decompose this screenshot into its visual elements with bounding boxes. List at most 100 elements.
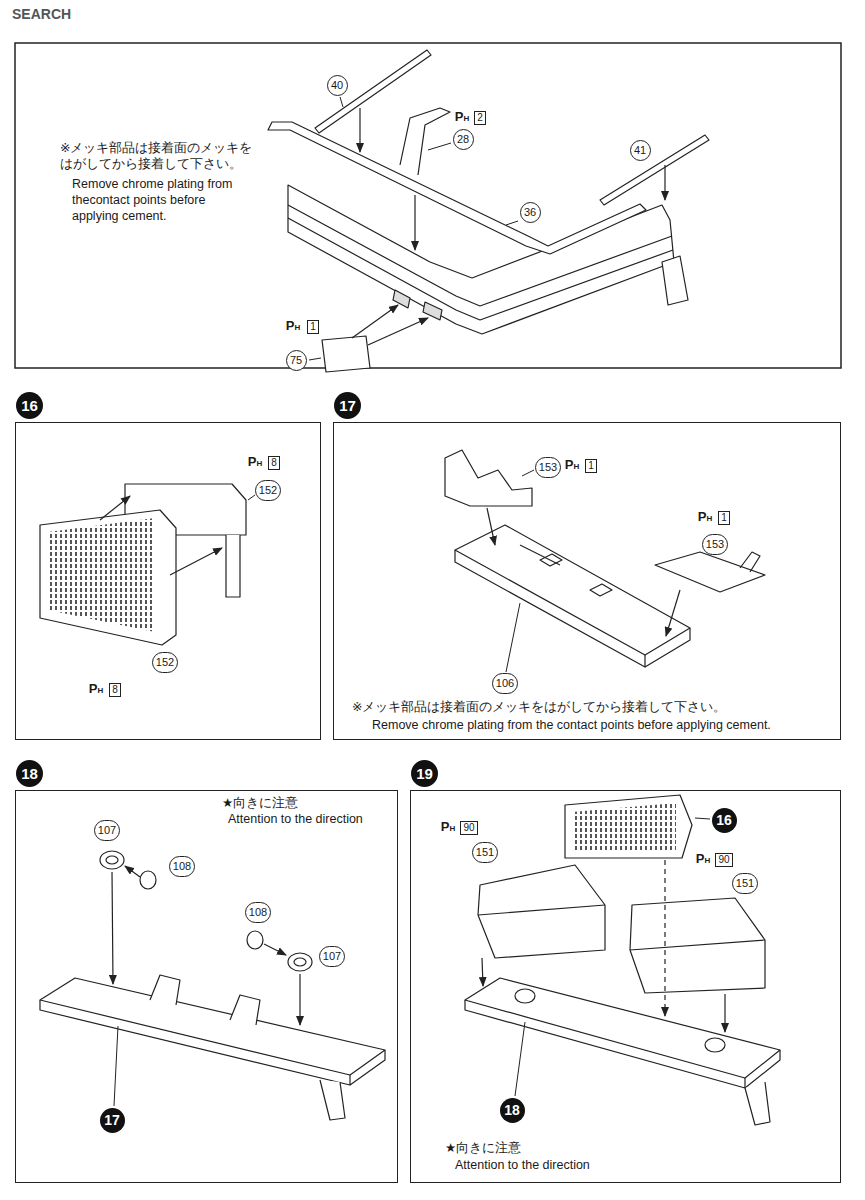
plate-assembly-illustration — [40, 1000, 350, 1085]
bumper-illustration — [600, 135, 709, 205]
step-panel: 18 — [15, 790, 398, 1183]
cover-assembly-illustration — [465, 978, 780, 1078]
assembly-arrow — [664, 165, 665, 200]
step-number: 16 — [16, 392, 43, 419]
callout-number: 36 — [520, 202, 541, 223]
speaker-box-illustration — [48, 518, 155, 632]
leader-line — [428, 143, 451, 150]
paint-number: 1 — [307, 320, 319, 334]
base-plate-illustration — [590, 584, 612, 596]
assembly-arrow — [352, 108, 665, 345]
leader-line — [309, 97, 518, 360]
assembly-arrow — [414, 195, 415, 250]
plate-assembly-illustration — [150, 975, 180, 1005]
paint-mark: PH — [248, 455, 262, 471]
paint-number: 2 — [474, 111, 486, 125]
paint-number: 1 — [585, 459, 597, 473]
base-plate-illustration — [655, 552, 765, 592]
assembly-arrow — [299, 974, 300, 1025]
leader-line — [309, 358, 321, 360]
note-text: ★向きに注意 — [222, 795, 392, 811]
base-plate-illustration — [520, 545, 560, 565]
plate-assembly-illustration — [247, 931, 263, 949]
bumper-illustration — [268, 122, 646, 254]
speaker-box-illustration — [226, 535, 240, 597]
step-reference: 18 — [500, 1098, 525, 1123]
assembly-arrow — [359, 108, 360, 152]
callout-number: 75 — [286, 350, 307, 371]
paint-mark: PH — [286, 319, 300, 335]
assembly-arrow — [112, 866, 300, 1025]
paint-number: 90 — [460, 821, 477, 835]
assembly-arrow — [724, 994, 725, 1032]
assembly-arrow — [666, 590, 680, 636]
plate-assembly-illustration — [40, 978, 385, 1075]
cover-assembly-illustration — [478, 905, 605, 915]
assembly-arrow — [125, 866, 140, 877]
assembly-arrow — [112, 872, 113, 984]
step-reference: 17 — [100, 1108, 125, 1133]
cover-assembly-illustration — [745, 1082, 770, 1125]
cover-assembly-illustration — [705, 1038, 725, 1052]
cover-assembly-illustration — [630, 898, 765, 993]
speaker-box-illustration — [40, 510, 176, 645]
watermark: SEARCH — [12, 6, 71, 22]
note-text: ※メッキ部品は接着面のメッキをはがしてから接着して下さい。 — [352, 699, 822, 715]
cover-assembly-illustration — [465, 1000, 745, 1088]
callout-number: 107 — [94, 820, 120, 841]
plate-assembly-illustration — [294, 958, 306, 966]
cover-assembly-illustration — [465, 795, 780, 1125]
leader-line — [506, 603, 520, 672]
cover-assembly-illustration — [515, 989, 535, 1003]
bumper-illustration — [400, 108, 450, 175]
callout-number: 153 — [535, 457, 561, 478]
bumper-illustration — [288, 218, 673, 320]
assembly-arrow — [487, 508, 495, 545]
assembly-arrow — [100, 496, 130, 520]
cover-assembly-illustration — [572, 803, 676, 852]
assembly-arrow — [264, 944, 286, 955]
paint-mark: PH — [89, 682, 103, 698]
bumper-illustration — [315, 50, 431, 133]
base-plate-illustration — [740, 552, 760, 572]
plate-assembly-illustration — [350, 1050, 385, 1085]
base-plate-illustration — [455, 525, 690, 655]
plate-assembly-illustration — [288, 953, 312, 971]
cover-assembly-illustration — [745, 1050, 780, 1088]
cover-assembly-illustration — [478, 865, 605, 958]
assembly-arrow — [487, 508, 680, 636]
leader-line — [340, 97, 343, 107]
callout-number: 107 — [319, 946, 345, 967]
leader-line — [114, 1026, 118, 1106]
paint-number: 8 — [268, 456, 280, 470]
paint-number: 1 — [718, 511, 730, 525]
leader-line — [515, 818, 710, 1096]
step-number: 17 — [334, 392, 361, 419]
callout-number: 28 — [453, 129, 474, 150]
assembly-arrow — [100, 496, 222, 575]
leader-line — [695, 818, 710, 819]
leader-line — [114, 1026, 118, 1106]
paint-number: 90 — [715, 853, 732, 867]
callout-number: 152 — [255, 480, 281, 501]
callout-number: 106 — [492, 673, 518, 694]
assembly-arrow — [664, 860, 665, 1016]
assembly-arrow — [482, 860, 725, 1032]
plate-assembly-illustration — [40, 851, 385, 1120]
bumper-illustration — [393, 290, 410, 308]
paint-mark: PH — [698, 510, 712, 526]
paint-mark: PH — [441, 820, 455, 836]
assembly-arrow — [352, 305, 398, 338]
note-text: Remove chrome plating from thecontact po… — [72, 176, 242, 224]
plate-assembly-illustration — [320, 1080, 345, 1120]
note-text: ※メッキ部品は接着面のメッキをはがしてから接着して下さい。 — [60, 140, 265, 172]
leader-line — [522, 470, 534, 476]
plate-assembly-illustration — [230, 995, 260, 1025]
leader-line — [506, 221, 518, 225]
callout-number: 41 — [630, 140, 651, 161]
callout-number: 108 — [245, 902, 271, 923]
cover-assembly-illustration — [630, 940, 765, 950]
leader-line — [248, 495, 255, 500]
assembly-arrow — [482, 958, 483, 986]
